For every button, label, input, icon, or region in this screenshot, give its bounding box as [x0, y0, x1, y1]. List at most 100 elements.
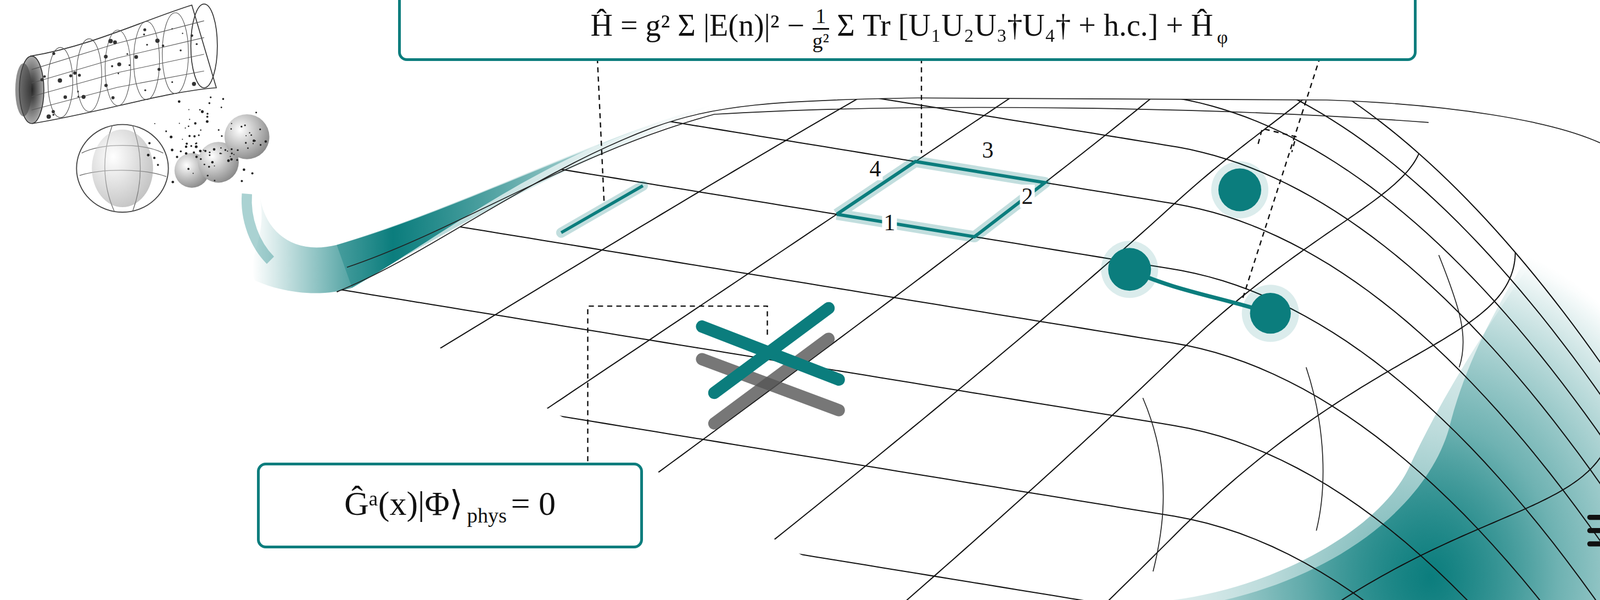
fraction: 1g²: [812, 4, 830, 53]
particle-dot: [157, 163, 160, 166]
particle-dot: [217, 129, 220, 131]
galaxy-dot: [52, 113, 55, 116]
formula-text: g²: [812, 29, 830, 53]
galaxy-dot: [104, 83, 108, 87]
lattice-line: [253, 0, 1600, 600]
particle-dot: [148, 142, 151, 145]
galaxy-dot: [110, 65, 114, 68]
particle-dot: [231, 152, 233, 154]
galaxy-dot: [195, 43, 198, 46]
gauss-cross: [702, 308, 839, 424]
link-number: 2: [1020, 184, 1036, 208]
galaxy-dot: [190, 34, 194, 37]
galaxy-dot: [117, 72, 120, 75]
galaxy-dot: [113, 40, 117, 45]
galaxy-dot: [161, 44, 165, 47]
particle-dot: [204, 149, 207, 153]
lattice-line: [0, 0, 648, 600]
formula-text: = 0: [510, 484, 556, 522]
galaxy-dot: [76, 90, 79, 93]
galaxy-dot: [134, 54, 139, 59]
particle-dot: [205, 120, 209, 123]
particle-dot: [208, 165, 211, 169]
particle-dot: [244, 124, 246, 126]
particle-dot: [198, 133, 200, 136]
wire-line: [31, 20, 205, 70]
particle-dot: [192, 150, 195, 154]
particle-dot: [259, 128, 261, 131]
galaxy-dot: [108, 38, 113, 44]
particle-dot: [231, 122, 233, 125]
lattice-line: [0, 0, 841, 600]
particle-dot: [147, 153, 150, 157]
surface-edge: [336, 97, 1600, 572]
particle-dot: [185, 142, 188, 145]
galaxy-dot: [126, 53, 128, 55]
particle-dot: [193, 135, 196, 138]
formula-box: Ĥ = g² Σ |E(n)|² −1g²Σ Tr [U₁U₂U₃†U₄† + …: [398, 0, 1417, 61]
particle-dot: [242, 168, 246, 172]
particle-dot: [187, 125, 190, 127]
lattice-line: [0, 200, 1600, 600]
link-number: 3: [980, 138, 996, 162]
lattice-line: [0, 83, 1600, 600]
lattice-line: [200, 37, 1226, 600]
particle-dot: [177, 99, 181, 103]
lattice-line: [0, 0, 744, 600]
lattice-line: [0, 269, 1600, 600]
particle-dot: [188, 118, 190, 120]
particle-dot: [224, 148, 227, 151]
galaxy-dot: [43, 75, 46, 78]
particle-dot: [194, 121, 197, 125]
particle-dot: [227, 159, 231, 162]
galaxy-dot: [69, 74, 73, 77]
particle-dot: [190, 144, 193, 147]
gauge-link: [561, 185, 643, 233]
formula: Ĝᵃ(x)|Φ⟩phys= 0: [340, 482, 561, 529]
link-glow: [561, 185, 643, 233]
particle-dot: [206, 112, 209, 115]
particle-dot: [230, 158, 233, 161]
particle-dot: [259, 143, 262, 146]
particle-dot: [229, 155, 231, 158]
galaxy-dot: [171, 81, 173, 83]
particle-dot: [252, 142, 254, 144]
particle-dot: [203, 149, 205, 151]
galaxy-dot: [179, 49, 182, 52]
particle-dot: [154, 122, 156, 125]
lattice-line: [0, 427, 1600, 600]
particle-dot: [250, 133, 253, 136]
galaxy-dot: [157, 67, 161, 71]
formula-text: Ĥ = g² Σ |E(n)|² −: [590, 8, 805, 43]
particle-dot: [187, 168, 190, 171]
formula: Ĥ = g² Σ |E(n)|² −1g²Σ Tr [U₁U₂U₃†U₄† + …: [586, 4, 1228, 53]
galaxy-dot: [171, 28, 173, 30]
edge-mark: [1589, 517, 1600, 544]
particle-dot: [188, 135, 191, 138]
formula-text: 1: [812, 4, 830, 30]
galaxy-dot: [144, 88, 147, 92]
particle-dot: [230, 148, 233, 151]
lattice-line: [14, 0, 1600, 600]
particle-dot: [251, 172, 254, 175]
particle-dot: [254, 140, 256, 142]
galaxy-dot: [155, 38, 160, 43]
particle-dot: [171, 180, 175, 184]
particle-dot: [169, 135, 173, 139]
particle-dot: [230, 127, 233, 130]
particle-dot: [209, 96, 212, 98]
particle-dot: [213, 179, 216, 182]
particle-dot: [236, 159, 238, 161]
galaxy-dot: [52, 52, 55, 55]
particle-dot: [170, 148, 174, 152]
particle-dot: [199, 129, 202, 131]
particle-dot: [198, 149, 202, 153]
particle-dot: [211, 160, 215, 164]
galaxy-dot: [128, 64, 131, 66]
galaxy-dot: [81, 94, 86, 99]
galaxy-dot: [46, 114, 52, 119]
particle-dot: [255, 111, 257, 114]
particle-dot: [222, 97, 225, 100]
